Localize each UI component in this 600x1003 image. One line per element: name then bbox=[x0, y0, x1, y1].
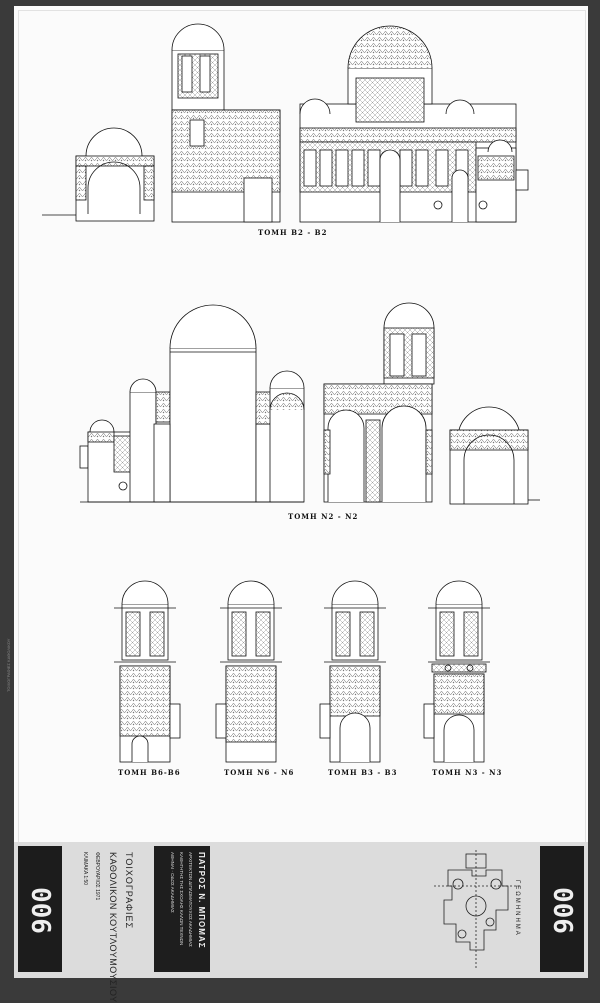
section-n2-drawing bbox=[79, 302, 540, 505]
sheet-number-right-block: 006 bbox=[540, 846, 584, 972]
monastery-title: ΚΑΘΟΛΙΚΟΝ ΚΟΥΤΛΟΥΜΟΥΣΙΟΥ bbox=[108, 852, 118, 1003]
author-line-2: ΚΑΘΗΓΗΤΗΣ ΤΗΣ ΣΧΟΛΗΣ ΚΑΛΩΝ ΤΕΧΝΩΝ bbox=[179, 852, 184, 946]
date-label: ΦΕΒΡΟΥΑΡΙΟΣ 1971 bbox=[94, 852, 100, 901]
site-plan-drawing bbox=[434, 850, 522, 968]
caption-section-n2: ΤΟΜΗ N2 - N2 bbox=[288, 512, 359, 521]
plan-label: ΓΕΩΜΗΝΗΜΑ bbox=[514, 880, 520, 937]
caption-section-b3: ΤΟΜΗ B3 - B3 bbox=[328, 768, 398, 777]
author-name: ΠΑΤΡΟΣ Ν. ΜΠΟΜΑΣ bbox=[197, 852, 206, 949]
caption-section-n6: ΤΟΜΗ N6 - N6 bbox=[224, 768, 295, 777]
section-towers-drawing bbox=[114, 580, 490, 763]
caption-section-b6: ΤΟΜΗ B6-B6 bbox=[118, 768, 181, 777]
caption-section-n3: ΤΟΜΗ N3 - N3 bbox=[432, 768, 503, 777]
author-panel bbox=[154, 846, 210, 972]
section-b2-drawing bbox=[42, 23, 529, 223]
author-line-3: ΑΘΗΝΑΙ · ΟΔΟΣ ΑΚΑΔΗΜΙΑΣ bbox=[170, 852, 175, 913]
elevations-drawing bbox=[42, 23, 540, 763]
sheet-number-right: 006 bbox=[547, 887, 577, 934]
scale-label: ΚΛΙΜΑΚΑ 1:50 bbox=[82, 852, 88, 886]
title-block bbox=[14, 842, 588, 978]
author-line-1: ΑΡΧΙΤΕΚΤΩΝ ΔΙΠΛΩΜΑΤΟΥΧΟΣ ΑΚΑΔΗΜΙΑΣ bbox=[188, 852, 193, 947]
sheet-number-left-block: 006 bbox=[18, 846, 62, 972]
caption-section-b2: ΤΟΜΗ B2 - B2 bbox=[258, 228, 328, 237]
side-note: ΤΟΙΧΟΓΡΑΦΙΕΣ ΚΑΘΟΛΙΚΟΥ bbox=[6, 638, 11, 692]
drawing-type: ΤΟΙΧΟΓΡΑΦΙΕΣ bbox=[124, 852, 134, 930]
sheet-number-left: 006 bbox=[25, 887, 55, 934]
site-plan bbox=[426, 846, 534, 972]
